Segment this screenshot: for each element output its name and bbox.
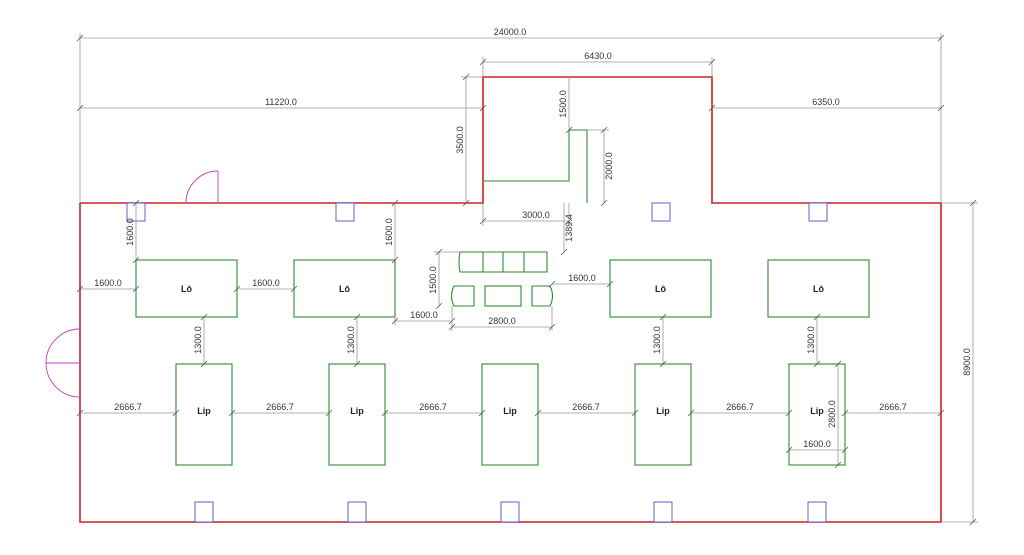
lip-label: Lip — [350, 406, 364, 416]
dim-bump-depth: 3500.0 — [455, 73, 483, 207]
column — [651, 202, 671, 222]
svg-text:6350.0: 6350.0 — [812, 97, 840, 107]
svg-text:1600.0: 1600.0 — [410, 310, 438, 320]
dim-lip-gap-4: 2666.7 — [534, 402, 639, 417]
svg-text:1300.0: 1300.0 — [652, 326, 662, 354]
svg-text:2666.7: 2666.7 — [726, 402, 754, 412]
top-door — [185, 170, 219, 204]
dim-lip-gap-6: 2666.7 — [841, 402, 945, 417]
lo-block: Lô — [609, 259, 712, 318]
dim-lo-to-lip-5: 1300.0 — [806, 313, 821, 368]
left-double-door — [45, 328, 81, 398]
lip-label: Lip — [503, 406, 517, 416]
svg-text:2800.0: 2800.0 — [488, 316, 516, 326]
dim-lip-gap-1: 2666.7 — [76, 402, 180, 417]
dim-col-to-lo-1: 1600.0 — [125, 199, 140, 264]
lip-block: Lip — [788, 363, 846, 466]
column — [194, 501, 214, 523]
column — [808, 202, 828, 222]
lo-label: Lô — [813, 284, 824, 294]
dim-sofa-to-lo: 1600.0 — [548, 273, 614, 288]
counter — [483, 129, 588, 203]
svg-text:1600.0: 1600.0 — [803, 439, 831, 449]
column — [653, 501, 673, 523]
dim-sofa-width: 2800.0 — [448, 306, 556, 331]
svg-text:1600.0: 1600.0 — [94, 278, 122, 288]
svg-text:3500.0: 3500.0 — [455, 126, 465, 154]
column — [347, 501, 367, 523]
dim-sofa-depth: 1500.0 — [428, 248, 460, 310]
dim-lip-length: 2800.0 — [827, 360, 842, 469]
dim-lip-gap-2: 2666.7 — [228, 402, 333, 417]
svg-text:2800.0: 2800.0 — [827, 400, 837, 428]
svg-text:2666.7: 2666.7 — [572, 402, 600, 412]
lip-label: Lip — [810, 406, 824, 416]
svg-text:2666.7: 2666.7 — [879, 402, 907, 412]
dim-col-to-lo-2: 1600.0 — [384, 199, 399, 264]
column — [500, 501, 520, 523]
svg-text:1300.0: 1300.0 — [193, 326, 203, 354]
outer-wall — [79, 76, 942, 523]
dim-lo-to-sofa: 1600.0 — [391, 310, 456, 326]
lo-block: Lô — [767, 259, 870, 318]
svg-text:2666.7: 2666.7 — [419, 402, 447, 412]
svg-text:24000.0: 24000.0 — [494, 27, 527, 37]
svg-text:1300.0: 1300.0 — [346, 326, 356, 354]
svg-text:1500.0: 1500.0 — [558, 90, 568, 118]
svg-text:1600.0: 1600.0 — [125, 218, 135, 246]
svg-text:1600.0: 1600.0 — [384, 218, 394, 246]
dim-lip-gap-3: 2666.7 — [381, 402, 486, 417]
svg-text:2000.0: 2000.0 — [604, 152, 614, 180]
column — [807, 501, 827, 523]
dim-left-segment: 11220.0 — [76, 97, 487, 112]
dim-lip-gap-5: 2666.7 — [687, 402, 793, 417]
dim-overall-height: 8900.0 — [941, 199, 978, 526]
lip-block: Lip — [481, 363, 539, 466]
columns — [126, 202, 828, 523]
svg-text:3000.0: 3000.0 — [522, 210, 550, 220]
sofa-set — [450, 251, 554, 307]
dim-counter-height: 2000.0 — [587, 126, 614, 207]
lip-label: Lip — [656, 406, 670, 416]
svg-text:1500.0: 1500.0 — [428, 266, 438, 294]
dim-counter-width: 3000.0 — [479, 203, 573, 226]
dim-right-segment: 6350.0 — [708, 97, 945, 112]
lo-label: Lô — [655, 284, 666, 294]
dim-bump-width: 6430.0 — [479, 51, 716, 77]
svg-text:2666.7: 2666.7 — [114, 402, 142, 412]
dim-lip-width: 1600.0 — [785, 439, 849, 454]
svg-text:11220.0: 11220.0 — [265, 97, 297, 107]
lip-block: Lip — [634, 363, 692, 466]
lo-label: Lô — [181, 284, 192, 294]
svg-text:1300.0: 1300.0 — [806, 326, 816, 354]
svg-text:6430.0: 6430.0 — [584, 51, 612, 61]
dim-lo-to-lip-2: 1300.0 — [346, 313, 361, 368]
lo-block: Lô — [135, 259, 238, 318]
dim-lo-to-lip-1: 1300.0 — [193, 313, 208, 368]
svg-text:1600.0: 1600.0 — [252, 278, 280, 288]
dim-overall-width: 24000.0 — [76, 27, 945, 203]
lo-block: Lô — [293, 259, 396, 318]
dim-wall-to-lo: 1600.0 — [76, 278, 140, 293]
svg-text:1600.0: 1600.0 — [568, 273, 596, 283]
svg-text:1389.4: 1389.4 — [564, 214, 574, 242]
dim-lo-to-lip-4: 1300.0 — [652, 313, 667, 368]
column — [335, 202, 355, 222]
lo-label: Lô — [339, 284, 350, 294]
dim-counter-sofa-gap: 1389.4 — [560, 203, 574, 256]
dim-counter-offset: 1500.0 — [558, 77, 573, 134]
svg-text:8900.0: 8900.0 — [962, 348, 972, 376]
dim-lo-to-lo: 1600.0 — [233, 278, 298, 293]
lip-label: Lip — [197, 406, 211, 416]
lip-block: Lip — [328, 363, 386, 466]
lip-block: Lip — [175, 363, 233, 466]
svg-text:2666.7: 2666.7 — [266, 402, 294, 412]
